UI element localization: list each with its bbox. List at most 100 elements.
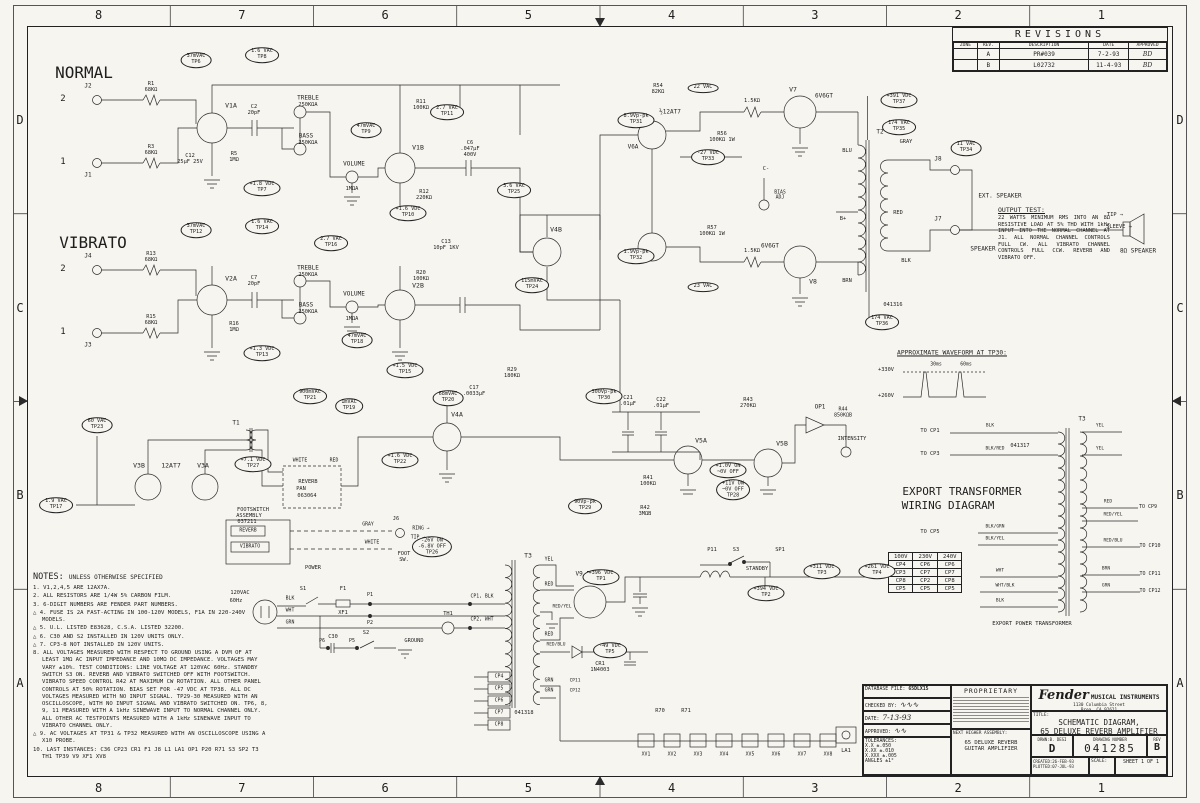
zone-row-label: B: [1176, 488, 1184, 503]
schematic-label: OP1: [814, 403, 826, 411]
schematic-label: INTENSITY: [837, 436, 867, 443]
schematic-label: 30ms: [930, 362, 942, 368]
schematic-label: 041318: [514, 710, 534, 717]
schematic-label: 250KΩA: [298, 102, 318, 109]
schematic-label: TO CP3: [920, 451, 940, 458]
note-item: △ 6. C30 AND S2 INSTALLED IN 120V UNITS …: [33, 633, 185, 640]
input-jack-icon: [92, 265, 102, 275]
schematic-label: RED: [1103, 499, 1113, 505]
schematic-label: J7: [934, 215, 942, 223]
schematic-label: REVERB: [239, 528, 257, 534]
schematic-label: TO CP1: [920, 428, 940, 435]
schematic-label: XV1: [641, 752, 651, 758]
schematic-label: RED: [544, 582, 554, 588]
drawing-title: SCHEMATIC DIAGRAM,: [1058, 718, 1140, 727]
zone-row-label: A: [16, 676, 24, 691]
testpoint-callout: 23 VAC: [687, 282, 719, 292]
speaker-jack-icon: [950, 225, 960, 235]
schematic-label: V5B: [776, 439, 788, 448]
note-item: △ 7. CP3-8 NOT INSTALLED IN 120V UNITS.: [33, 641, 165, 648]
schematic-label: 250KΩA: [298, 272, 318, 279]
schematic-label: EXPORT POWER TRANSFORMER: [992, 620, 1072, 627]
schematic-label: VOLUME: [343, 160, 365, 168]
zone-col-label: 5: [524, 8, 532, 22]
schematic-label: T1: [232, 419, 240, 427]
input-jack-icon: [92, 158, 102, 168]
schematic-label: C13 10pF 1KV: [433, 239, 459, 251]
schematic-label: GRN: [544, 688, 554, 694]
schematic-label: BIAS ADJ: [774, 190, 786, 201]
pilot-lamp-icon: [841, 730, 851, 740]
output-test-body: 22 WATTS MINIMUM RMS INTO AN 8Ω RESISTIV…: [998, 215, 1110, 261]
tube-v2a-icon: [196, 284, 228, 316]
schematic-label: TIP →: [1107, 212, 1123, 219]
schematic-label: V4A: [451, 410, 463, 419]
zone-row-label: C: [1176, 300, 1184, 315]
schematic-label: 041317: [1010, 443, 1030, 450]
testpoint-callout: 22 VAC: [687, 83, 719, 93]
zone-col-label: 7: [238, 781, 246, 795]
schematic-label: VIBRATO: [239, 544, 261, 550]
schematic-label: J6: [392, 516, 400, 523]
schematic-label: R12 220KΩ: [416, 189, 432, 201]
footswitch-box: [225, 519, 291, 565]
notes-block: NOTES: UNLESS OTHERWISE SPECIFIED 1. V1,…: [33, 572, 271, 762]
zone-col-label: 1: [1097, 8, 1105, 22]
zone-col-label: 6: [381, 781, 389, 795]
drawing-title-box: TITLE: SCHEMATIC DIAGRAM, 65 DELUXE REVE…: [1031, 711, 1167, 735]
schematic-label: T2: [876, 128, 884, 136]
zone-row-label: D: [16, 112, 24, 127]
schematic-label: PAN: [296, 486, 306, 493]
title-block: DATABASE FILE: 65DLX15 CHECKED BY: ∿∿∿ D…: [862, 684, 1168, 776]
schematic-label: C6 .047μF 400V: [460, 140, 480, 158]
note-item: 8. ALL VOLTAGES MEASURED WITH RESPECT TO…: [33, 650, 268, 729]
schematic-label: BLK: [285, 596, 295, 602]
schematic-label: CP11: [569, 678, 581, 684]
schematic-label: BLK: [985, 423, 995, 429]
schematic-label: CP2, WHT: [470, 617, 494, 623]
schematic-label: R1 68KΩ: [144, 81, 158, 93]
schematic-label: R70: [655, 708, 665, 715]
schematic-label: 250KΩA: [298, 309, 318, 316]
zone-row-label: C: [16, 300, 24, 315]
zone-col-label: 8: [95, 781, 103, 795]
schematic-label: TO CP10: [1139, 543, 1161, 550]
date-field: DATE: 7-13-93: [863, 711, 951, 724]
channel-title-normal: NORMAL: [55, 63, 113, 83]
schematic-label: BLK: [995, 598, 1005, 604]
rev-box: REV B: [1147, 735, 1167, 757]
schematic-label: C21 .01μF: [620, 395, 636, 407]
opamp-icon: [805, 416, 825, 434]
schematic-label: ½12AT7: [659, 108, 681, 116]
schematic-label: GRAY: [899, 139, 913, 146]
speaker-icon: [1122, 213, 1145, 245]
schematic-label: EXT. SPEAKER: [978, 192, 1022, 200]
schematic-label: R57 100KΩ 1W: [699, 225, 725, 237]
schematic-label: R41 100KΩ: [640, 475, 656, 487]
schematic-label: CP8: [494, 722, 504, 728]
schematic-label: CR1 1N4003: [590, 661, 610, 673]
schematic-label: WHT: [285, 608, 295, 614]
size-box: DRWN:B. DESI D: [1031, 735, 1073, 757]
schematic-label: R29 180KΩ: [504, 367, 520, 379]
scale-box: SCALE:: [1089, 757, 1115, 775]
schematic-label: V1A: [225, 101, 237, 110]
schematic-label: FOOT SW.: [397, 551, 411, 563]
schematic-label: R20 100KΩ: [413, 270, 429, 282]
schematic-label: R13 68KΩ: [144, 251, 158, 263]
tube-v3a-icon: [191, 473, 219, 501]
